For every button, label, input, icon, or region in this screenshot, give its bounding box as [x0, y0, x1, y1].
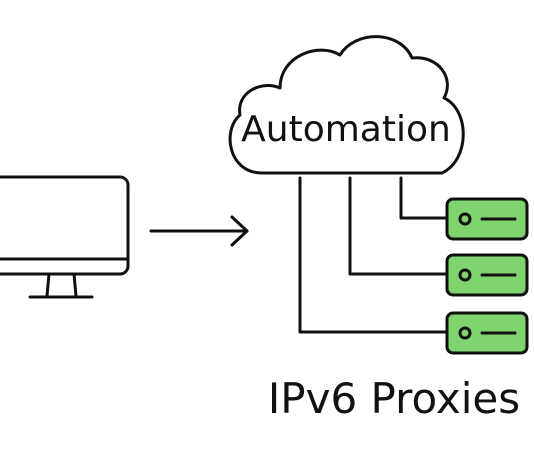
server-icon: [445, 197, 529, 241]
computer-monitor-icon: [0, 175, 130, 299]
cloud-label: Automation: [241, 109, 451, 150]
server-icon: [445, 253, 529, 297]
connector-line-1: [399, 176, 449, 220]
proxies-label: IPv6 Proxies: [268, 374, 520, 423]
arrow-right-icon: [149, 215, 249, 247]
server-icon: [445, 311, 529, 355]
cloud-icon: Automation: [228, 35, 465, 175]
connector-line-2: [348, 176, 449, 276]
connector-line-3: [298, 176, 449, 334]
connector-lines: [298, 176, 449, 334]
